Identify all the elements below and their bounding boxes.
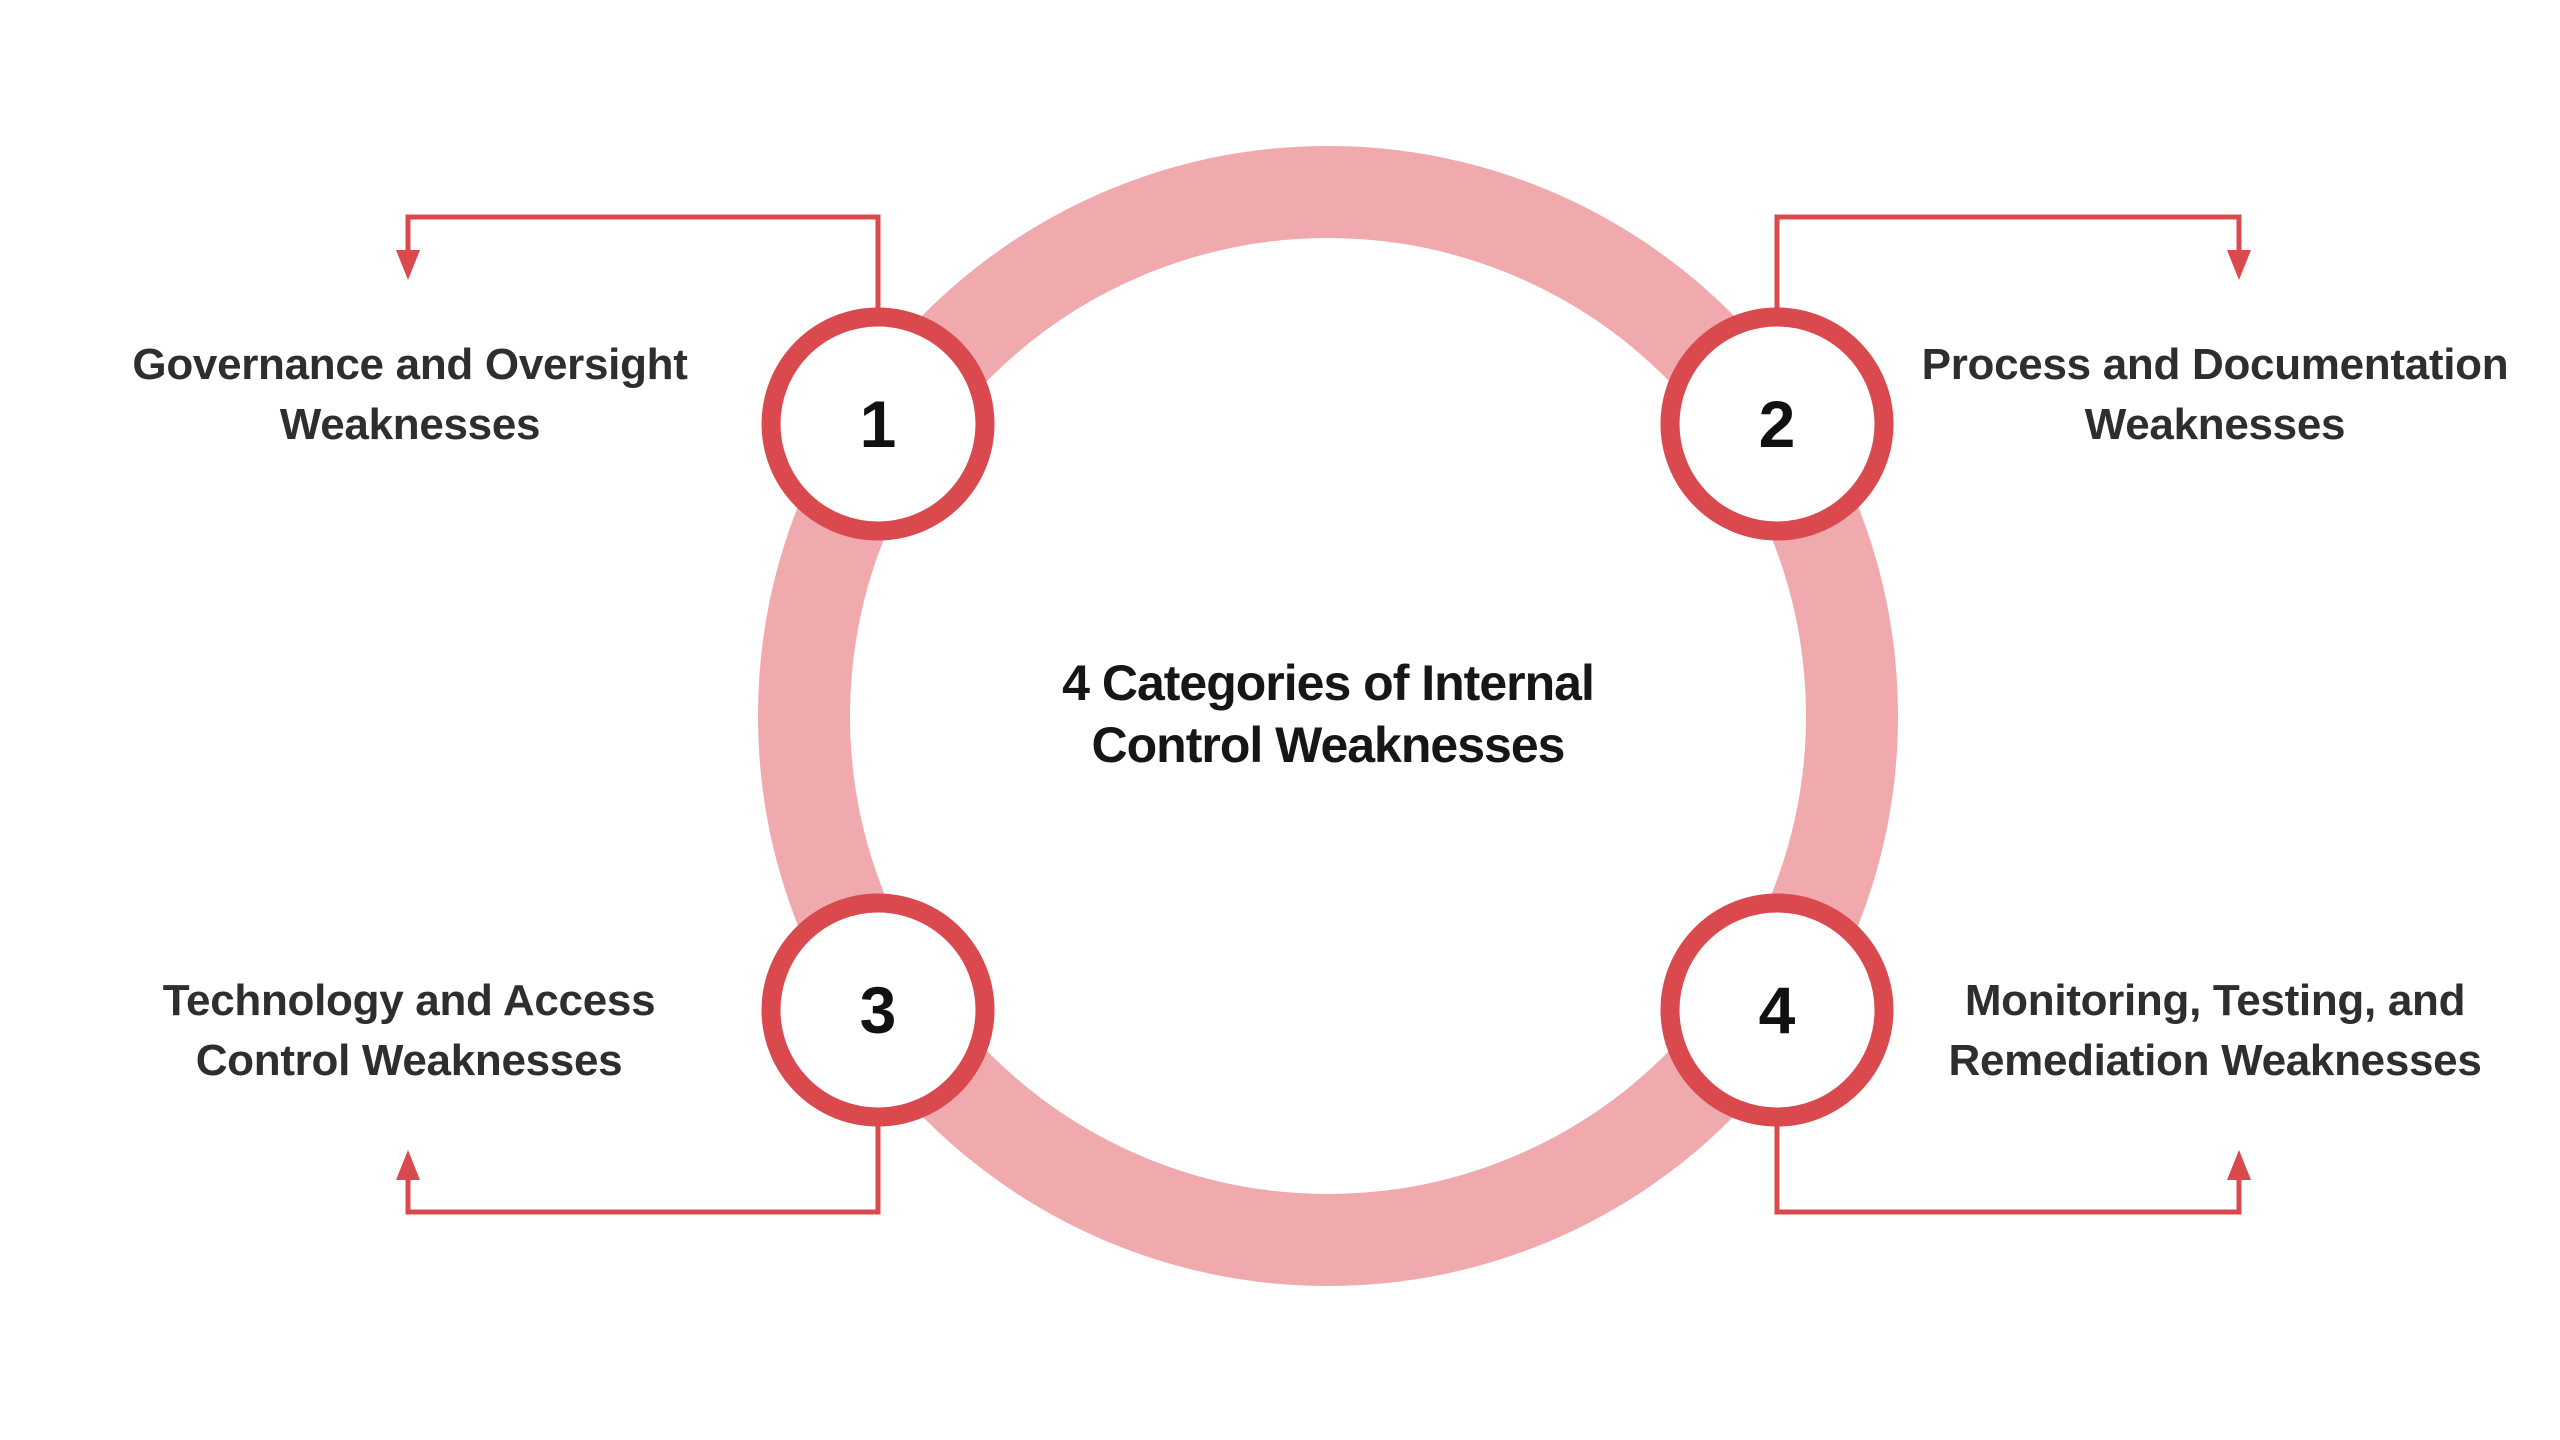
connector-bottom-right (1774, 1122, 2242, 1215)
arrow-up-icon (396, 1150, 420, 1180)
diagram-title-line2: Control Weaknesses (1091, 717, 1566, 773)
category-label-1: Governance and Oversight Weaknesses (60, 335, 760, 455)
category-label-4: Monitoring, Testing, and Remediation Wea… (1865, 971, 2560, 1091)
category-label-1-line1: Governance and Oversight (132, 340, 688, 389)
category-label-3-line2: Control Weaknesses (195, 1036, 623, 1085)
connector-bottom-left (405, 1122, 881, 1215)
connector-top-left (405, 214, 881, 312)
node-circle-4 (1660, 893, 1894, 1127)
diagram-title: 4 Categories of Internal Control Weaknes… (978, 652, 1678, 776)
diagram-title-line1: 4 Categories of Internal (1062, 655, 1595, 711)
node-number-1: 1 (859, 387, 897, 461)
node-number-2: 2 (1758, 387, 1796, 461)
node-circle-3 (761, 893, 995, 1127)
category-label-4-line2: Remediation Weaknesses (1948, 1036, 2482, 1085)
connector-top-right (1774, 214, 2242, 312)
category-label-2: Process and Documentation Weaknesses (1865, 335, 2560, 455)
category-label-4-line1: Monitoring, Testing, and (1964, 976, 2466, 1025)
node-circle-2 (1660, 307, 1894, 541)
arrow-up-icon (2227, 1150, 2251, 1180)
arrow-down-icon (396, 250, 420, 280)
category-cycle-ring (758, 146, 1898, 1286)
category-label-3: Technology and Access Control Weaknesses (59, 971, 759, 1091)
node-number-4: 4 (1758, 973, 1796, 1047)
node-circle-1 (761, 307, 995, 541)
category-label-2-line1: Process and Documentation (1921, 340, 2509, 389)
category-label-1-line2: Weaknesses (279, 400, 541, 449)
category-label-3-line1: Technology and Access (162, 976, 656, 1025)
category-label-2-line2: Weaknesses (2084, 400, 2346, 449)
arrow-down-icon (2227, 250, 2251, 280)
node-number-3: 3 (859, 973, 897, 1047)
